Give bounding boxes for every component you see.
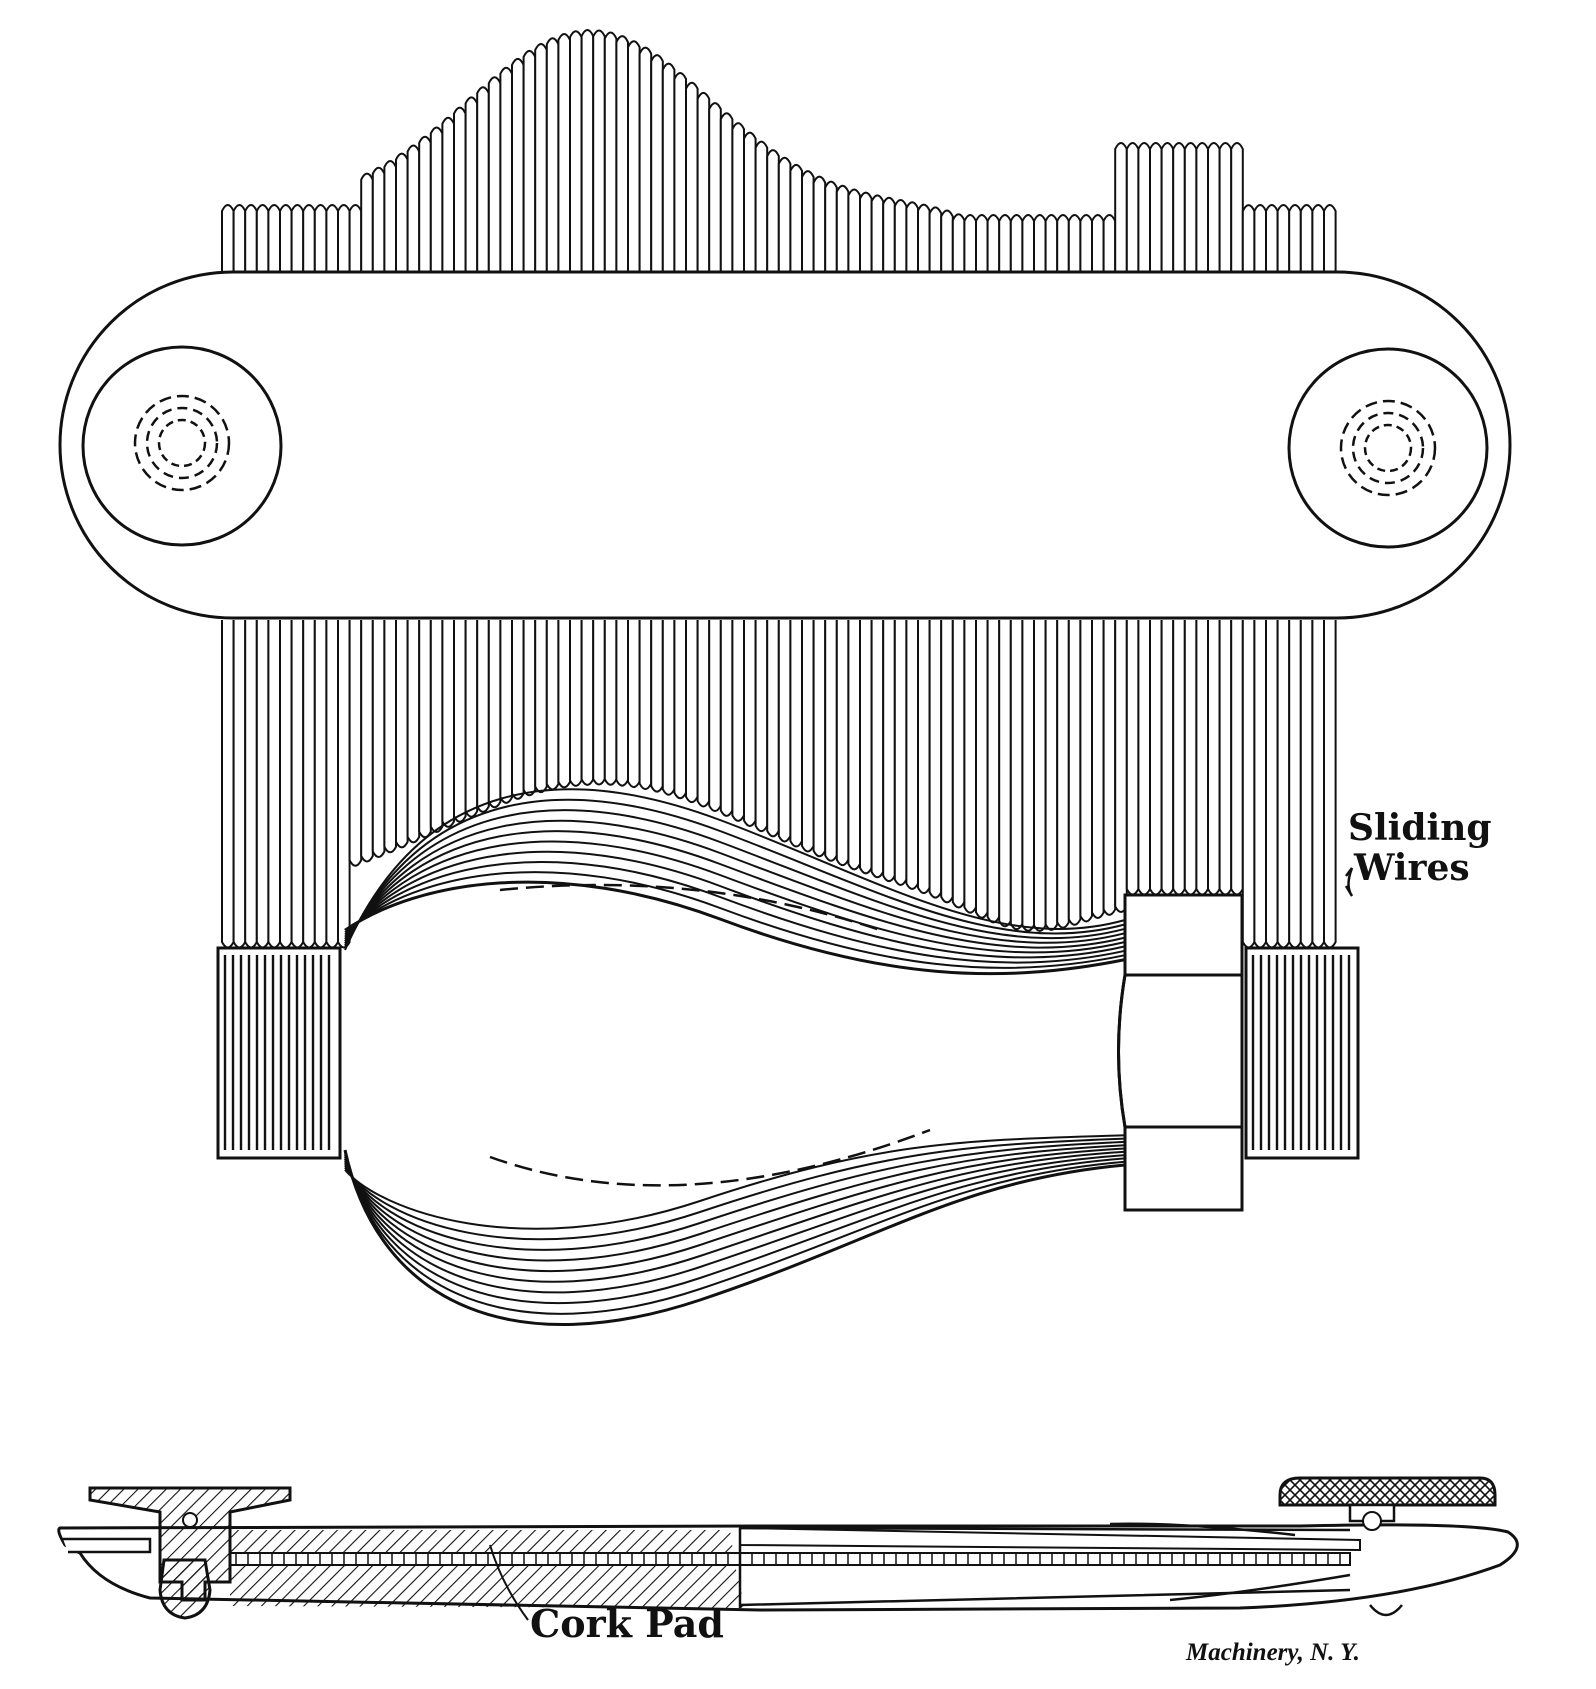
right-wire-block xyxy=(1244,946,1360,1160)
sliding-wires-label: Sliding Wires xyxy=(1348,808,1492,888)
upper-sliding-wires xyxy=(221,29,1337,275)
clamp-bar xyxy=(58,270,1512,620)
publisher-credit: Machinery, N. Y. xyxy=(1186,1639,1360,1666)
cork-pad-leader xyxy=(489,1544,529,1621)
hex-nut xyxy=(1117,893,1244,1212)
section-view xyxy=(57,1476,1519,1621)
bulb-profile xyxy=(343,788,1126,1326)
cork-pad-label: Cork Pad xyxy=(530,1601,724,1646)
right-screw-head xyxy=(1287,347,1489,549)
left-screw-head xyxy=(81,345,283,547)
sliding-wires-leader xyxy=(1344,867,1354,897)
left-wire-block xyxy=(216,946,342,1160)
sliding-label-line2: Wires xyxy=(1354,847,1470,889)
lower-sliding-wires xyxy=(221,620,1337,949)
sliding-label-line1: Sliding xyxy=(1348,807,1492,849)
